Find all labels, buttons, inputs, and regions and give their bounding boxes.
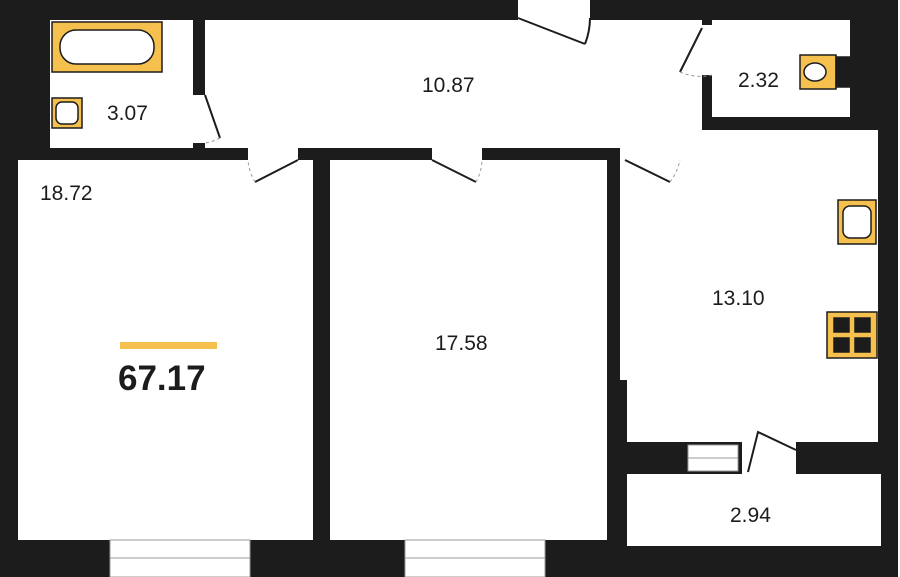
toilet-door-gap [702, 25, 712, 75]
toilet-area: 2.32 [738, 69, 779, 92]
total-area-accent-bar [120, 342, 217, 349]
balcony-door [747, 430, 797, 473]
kitchen-door [624, 159, 671, 183]
balcony-rail-right [796, 442, 881, 474]
living-floor [330, 160, 607, 540]
balcony-area: 2.94 [730, 504, 771, 527]
living-door-gap [432, 148, 482, 160]
bath-door [204, 94, 221, 139]
balcony-floor [627, 474, 881, 546]
living-door [431, 159, 477, 183]
room-floors [18, 20, 881, 546]
toilet-door [679, 27, 703, 73]
entry-door-gap [518, 0, 590, 20]
hallway-floor [205, 20, 702, 148]
kitchen-wall-stub [607, 380, 627, 480]
bathroom-area: 3.07 [107, 102, 148, 125]
bedroom-area: 18.72 [40, 182, 93, 205]
bedroom-floor [18, 160, 313, 540]
total-area: 67.17 [118, 359, 206, 398]
living-room-area: 17.58 [435, 332, 488, 355]
bath-door-gap [193, 95, 205, 143]
fixtures [51, 21, 878, 359]
doors [193, 0, 797, 474]
balcony-rail-left [627, 442, 687, 474]
entry-door [517, 17, 591, 45]
bedroom-door-gap [248, 148, 298, 160]
bedroom-door [254, 159, 299, 183]
hallway-area: 10.87 [422, 74, 475, 97]
kitchen-door-gap [625, 148, 680, 160]
kitchen-area: 13.10 [712, 287, 765, 310]
windows [109, 444, 739, 577]
kitchen-floor [620, 130, 878, 442]
